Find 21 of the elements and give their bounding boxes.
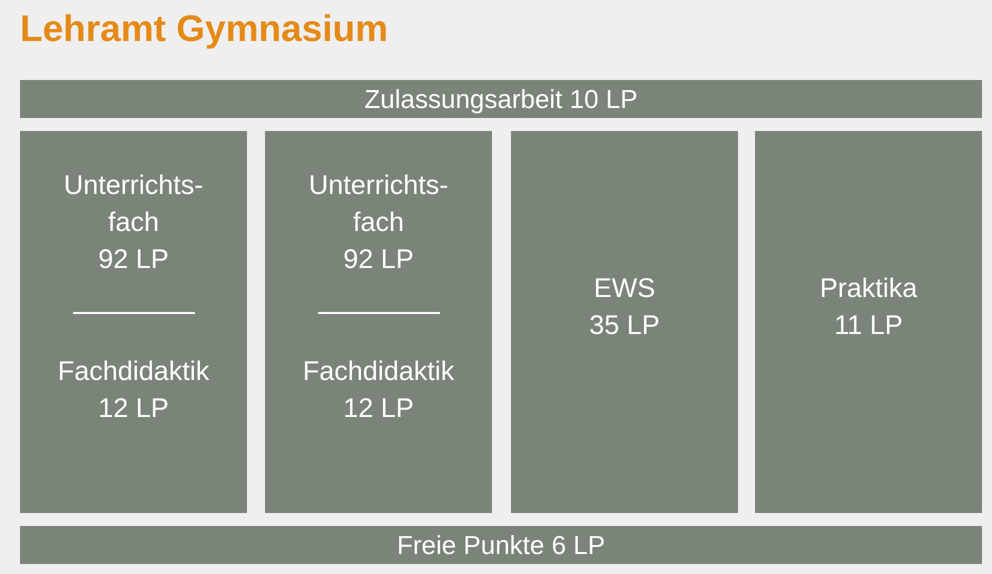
module-label: EWS [592, 272, 656, 305]
credit-points: 11 LP [833, 309, 904, 342]
module-label: Praktika [818, 272, 918, 305]
diagram-title: Lehramt Gymnasium [20, 8, 388, 50]
module-panel [511, 131, 738, 513]
header-bar [20, 80, 982, 118]
module-label: Fachdidaktik [56, 355, 210, 388]
header-bar [20, 526, 982, 564]
credit-points: 12 LP [342, 392, 415, 425]
credit-points: 92 LP [342, 243, 415, 276]
module-panel [265, 131, 492, 513]
module-label: Fachdidaktik [302, 355, 456, 388]
module-label: Unterrichts-fach [308, 169, 450, 239]
credit-points: 12 LP [97, 392, 170, 425]
module-panel [755, 131, 982, 513]
module-label: Unterrichts-fach [62, 169, 204, 239]
credit-points: 35 LP [588, 309, 661, 342]
module-panel [20, 131, 247, 513]
module-label: Freie Punkte 6 LP [396, 530, 606, 560]
module-label: Zulassungsarbeit 10 LP [364, 84, 638, 114]
credit-points: 92 LP [97, 243, 170, 276]
